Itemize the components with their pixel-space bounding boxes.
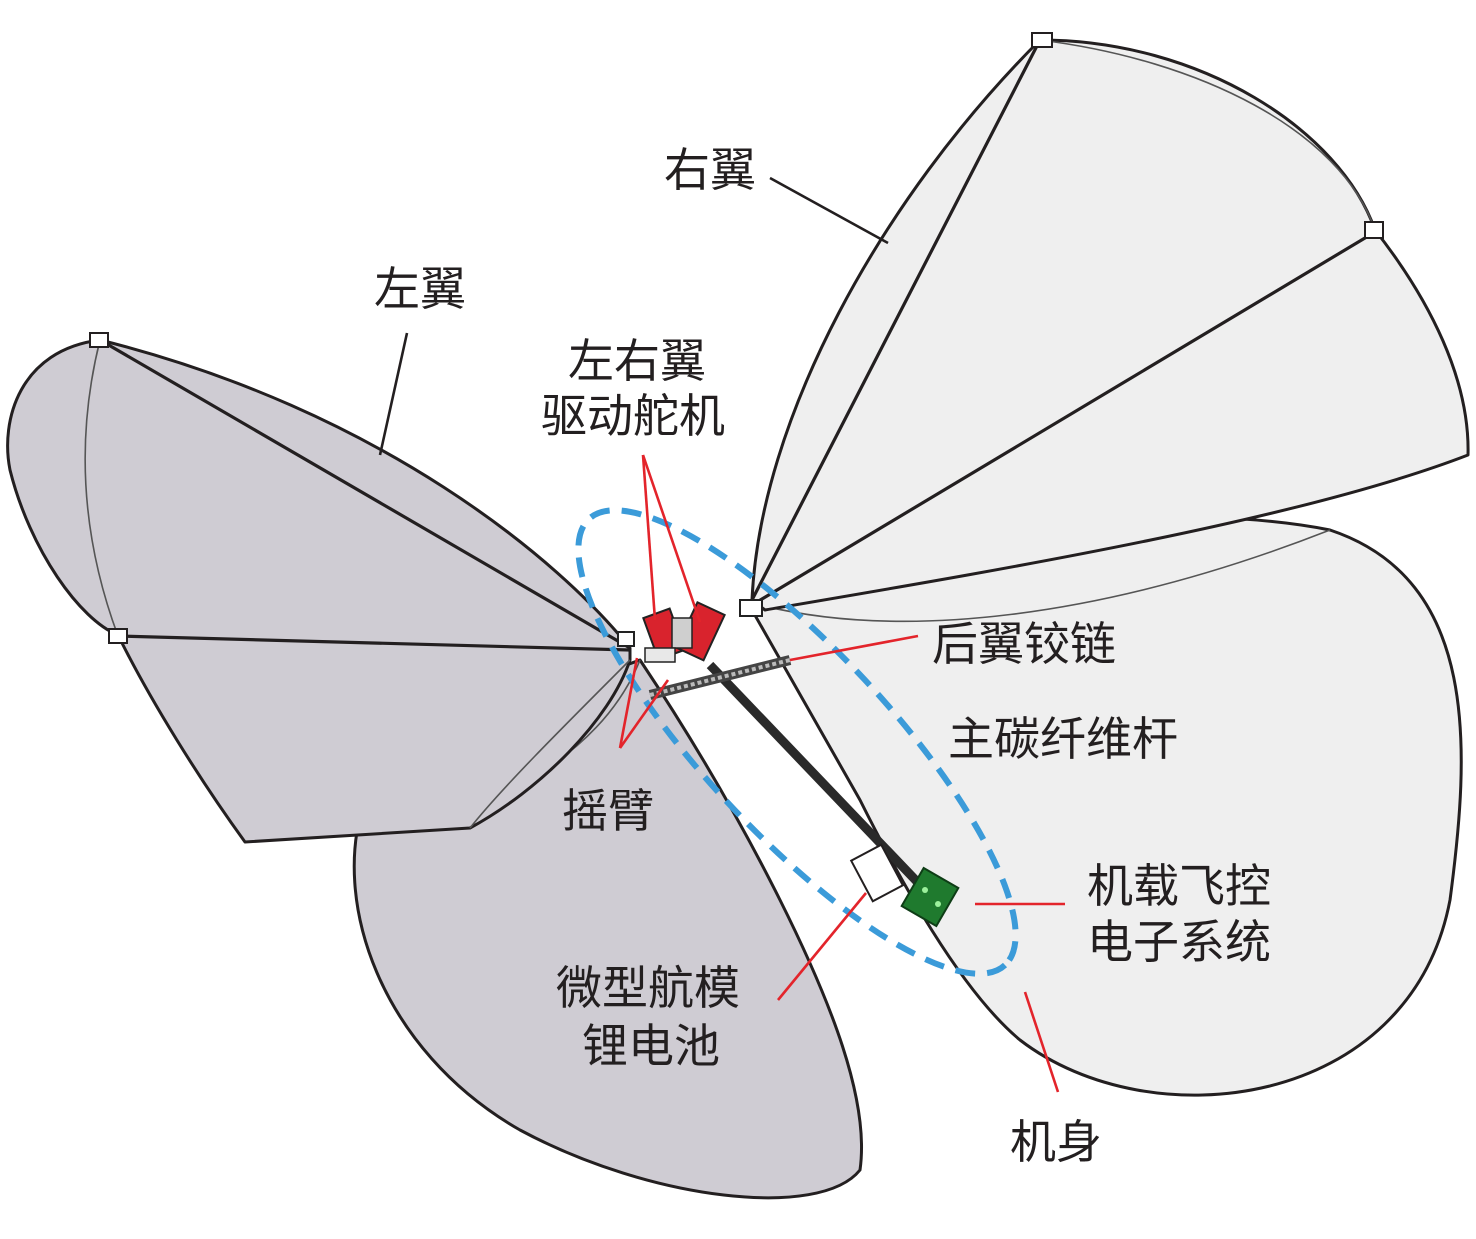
label-rod: 主碳纤维杆 (948, 712, 1178, 766)
circuit-board-icon (900, 866, 960, 928)
left-fore-vein-4 (469, 659, 631, 829)
right-hind-wing (750, 515, 1463, 1097)
frame-bar-inner (649, 658, 791, 697)
right-fore-wing (750, 38, 1470, 612)
left-wing-tip-joint-1 (89, 332, 109, 348)
right-wing-tip-joint-2 (1364, 221, 1384, 239)
leader-servo-1 (641, 454, 657, 621)
label-avionics-line2: 电子系统 (1087, 915, 1271, 969)
right-hind-vein (759, 529, 1331, 623)
right-fore-vein-1 (750, 39, 1042, 601)
battery-icon (849, 843, 905, 903)
label-right-wing: 右翼 (664, 143, 756, 197)
label-rocker: 摇臂 (562, 784, 654, 838)
leader-rocker-2 (618, 679, 670, 749)
main-carbon-rod (706, 661, 929, 894)
leader-hinge (789, 634, 919, 662)
label-servo-line2: 驱动舵机 (541, 389, 725, 443)
label-avionics-line1: 机载飞控 (1087, 859, 1271, 913)
right-wing-tip-joint-1 (1031, 32, 1053, 48)
leader-servo-2 (641, 454, 702, 623)
label-battery-line2: 锂电池 (582, 1019, 720, 1073)
label-left-wing: 左翼 (374, 262, 466, 316)
servo-assembly (617, 599, 763, 663)
left-fore-vein-1 (99, 338, 631, 650)
leader-body (1023, 991, 1060, 1093)
label-body: 机身 (1010, 1115, 1102, 1169)
leader-left-wing (378, 332, 409, 456)
label-servo-line1: 左右翼 (568, 334, 706, 388)
left-fore-vein-3 (84, 339, 119, 637)
left-fore-wing (6, 338, 632, 844)
left-wing-tip-joint-2 (108, 628, 128, 644)
body-outline-dashed (575, 507, 1019, 977)
leader-battery (776, 892, 868, 1001)
right-fore-vein-3 (1039, 39, 1376, 231)
leader-rocker-1 (618, 657, 639, 749)
left-fore-vein-2 (117, 634, 631, 652)
label-hinge: 后翼铰链 (932, 617, 1116, 671)
leader-right-wing (769, 176, 889, 245)
label-battery-line1: 微型航模 (556, 961, 740, 1015)
right-fore-vein-2 (751, 230, 1376, 607)
